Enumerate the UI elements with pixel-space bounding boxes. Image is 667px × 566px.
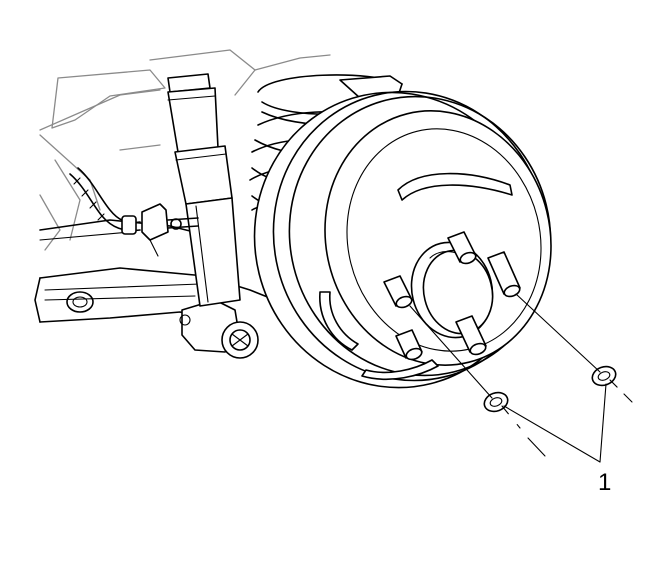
installation-lines [409,293,633,457]
wheel-studs [383,231,521,361]
shock-absorber [167,73,241,307]
callout-leader [503,405,601,463]
brake-hose [69,167,199,257]
body-structure [39,49,331,251]
brake-drum [253,90,552,389]
wheel-stud [487,251,521,298]
wheel-stud [383,275,413,309]
wheel-stud [447,231,477,265]
callout-leader [599,383,607,463]
wheel-stud [395,329,423,361]
callout-1: 1 [503,383,611,496]
callout-label: 1 [598,469,611,496]
drum-retaining-clip [591,365,617,387]
drum-retaining-clip [483,391,509,413]
shock-lower-mount [179,299,259,359]
retaining-clips [483,365,617,413]
wheel-stud [455,315,487,356]
